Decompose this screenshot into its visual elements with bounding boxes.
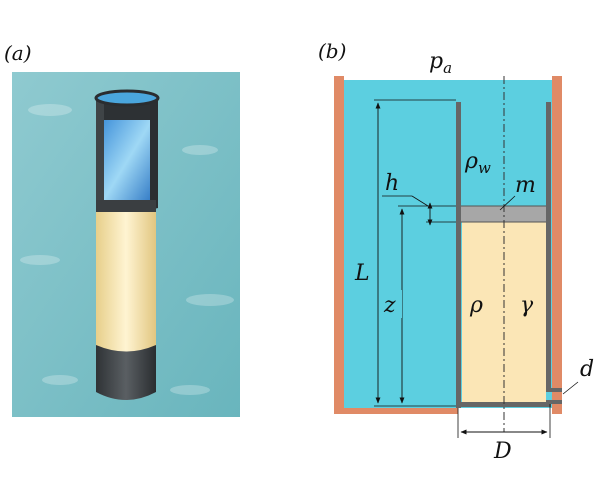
gap-height-label: h bbox=[385, 171, 399, 196]
tube-rim bbox=[94, 89, 160, 107]
panel-a: (a) bbox=[4, 41, 240, 417]
orifice-top bbox=[546, 388, 562, 392]
fluid-density-label: ρ bbox=[469, 293, 483, 318]
piston-height-label: z bbox=[383, 293, 396, 318]
panel-b: (b) pa ρw m ρ γ L bbox=[318, 39, 594, 464]
tube-diameter-label: D bbox=[493, 439, 512, 464]
l-label-bg bbox=[352, 258, 374, 286]
tube-cut-left bbox=[96, 98, 104, 210]
tube-bottom bbox=[456, 402, 551, 407]
tank-depth-label: L bbox=[354, 261, 370, 286]
piston-mass-leader bbox=[499, 195, 516, 211]
panel-a-label: (a) bbox=[4, 41, 32, 65]
water-density-label: ρw bbox=[464, 149, 491, 177]
orifice-bottom bbox=[546, 400, 562, 404]
orifice-leader bbox=[562, 381, 579, 395]
tube-left-wall bbox=[456, 102, 461, 408]
tank-left-wall bbox=[334, 76, 344, 414]
ambient-pressure-label: pa bbox=[429, 49, 452, 77]
tube-base bbox=[96, 345, 156, 400]
tank-right-wall bbox=[552, 76, 562, 414]
tank-bottom-left bbox=[334, 408, 458, 414]
piston-band bbox=[96, 200, 156, 212]
sea-texture bbox=[20, 104, 234, 395]
gamma-label: γ bbox=[520, 293, 534, 318]
panel-b-label: (b) bbox=[318, 39, 346, 63]
orifice-diameter-label: d bbox=[580, 357, 594, 382]
tube-cut-right bbox=[150, 98, 158, 210]
tube-water bbox=[100, 120, 152, 206]
tube-right-wall bbox=[546, 102, 551, 392]
z-label-bg bbox=[380, 290, 402, 318]
h-leader-diagonal bbox=[411, 195, 429, 207]
piston-mass-label: m bbox=[515, 173, 536, 198]
fluid-column bbox=[96, 208, 156, 352]
